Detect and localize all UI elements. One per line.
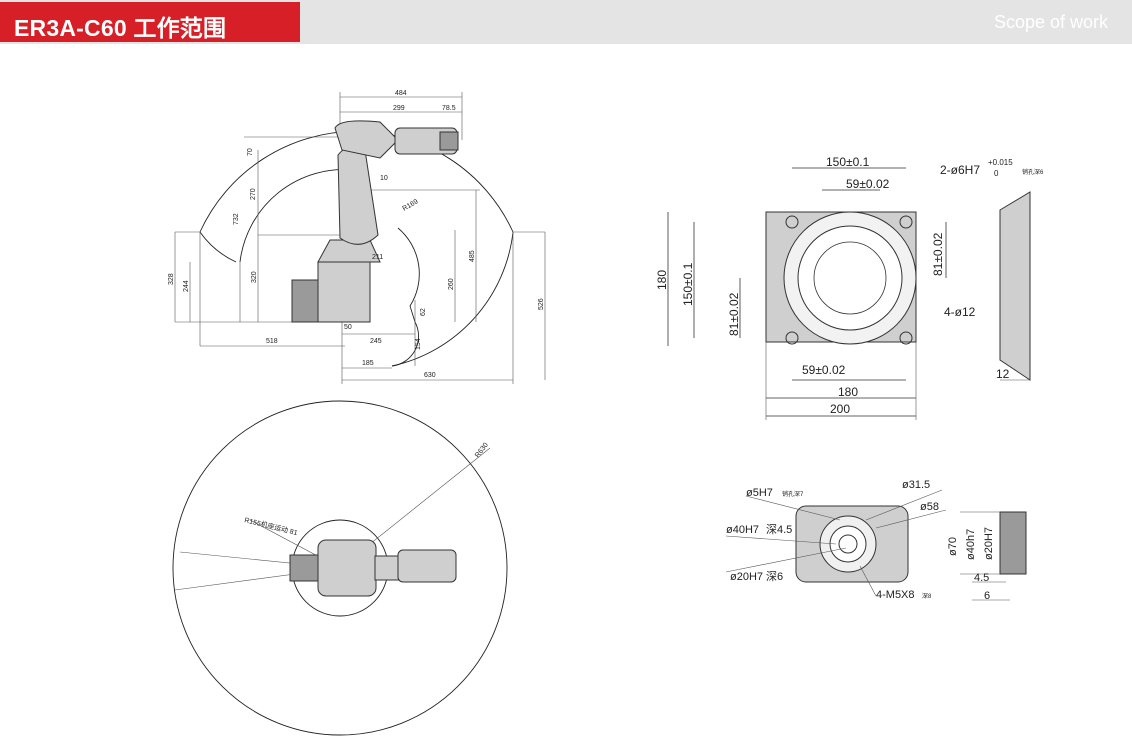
dim-s70: ø70: [947, 537, 959, 556]
dim-180-h: 180: [838, 385, 858, 399]
flange-section: [999, 511, 1027, 575]
dim-211: 211: [372, 254, 383, 261]
dim-270: 270: [250, 188, 257, 200]
bolt-hole-tl: [785, 215, 799, 229]
dim-328: 328: [168, 273, 175, 285]
dim-154: 154: [415, 338, 422, 350]
dim-70: 70: [247, 148, 254, 156]
dim-81-right: 81±0.02: [931, 232, 945, 276]
dim-hole-tol-plus: +0.015: [988, 158, 1013, 167]
dim-299: 299: [393, 105, 405, 112]
page-subtitle: Scope of work: [993, 12, 1108, 32]
dim-244: 244: [183, 280, 190, 292]
dim-78-5: 78.5: [442, 105, 456, 112]
dim-r155: R155机座运动 81: [244, 515, 299, 537]
tool-flange-view: ø5H7 销孔深7 ø31.5 ø58 ø40H7 深4.5 ø20H7 深6 …: [725, 479, 1027, 602]
leader-d20: [725, 547, 847, 573]
dim-180-v: 180: [655, 270, 669, 290]
reach-envelope-lower: [199, 231, 237, 263]
dim-150-top: 150±0.1: [826, 155, 870, 169]
reach-circle-outer: [172, 400, 508, 736]
leader-d58: [875, 509, 947, 529]
dim-thread-note: 深8: [922, 592, 932, 600]
base-bore: [813, 241, 887, 315]
title-tab: ER3A-C60 工作范围: [0, 2, 300, 42]
dim-d58: ø58: [920, 501, 939, 513]
bolt-hole-br: [899, 331, 913, 345]
dim-r630: R630: [474, 442, 490, 460]
dim-d5: ø5H7: [746, 487, 773, 499]
robot-base: [317, 261, 371, 323]
dim-150-v: 150±0.1: [681, 262, 695, 306]
page-title: ER3A-C60 工作范围: [14, 15, 227, 41]
base-side-profile: [999, 191, 1031, 381]
dim-10: 10: [380, 175, 388, 182]
dim-d20-depth: 深6: [766, 570, 783, 583]
leader-d5: [745, 495, 841, 521]
dim-d40: ø40H7: [726, 524, 759, 536]
dim-d31: ø31.5: [902, 479, 930, 491]
dim-bolt: 4-ø12: [944, 305, 976, 319]
header-bar: ER3A-C60 工作范围 Scope of work: [0, 0, 1132, 44]
dim-526: 526: [538, 298, 545, 310]
dim-d40-depth: 深4.5: [766, 523, 792, 536]
dim-s40: ø40h7: [965, 529, 977, 560]
flange-bore: [838, 534, 858, 554]
dim-d5-note: 销孔深7: [782, 490, 804, 498]
dim-260: 260: [448, 278, 455, 290]
base-flange-view: 150±0.1 59±0.02 2-ø6H7 +0.015 0 销孔深6 81±…: [655, 155, 1044, 420]
reach-envelope-bottom: [391, 227, 420, 367]
reach-envelope-outer: [199, 130, 514, 367]
top-view: R630 R155机座运动 81: [172, 400, 508, 736]
dim-12: 12: [996, 367, 1010, 381]
dim-630: 630: [424, 372, 436, 379]
dim-59-bottom: 59±0.02: [802, 363, 846, 377]
bolt-hole-bl: [785, 331, 799, 345]
robot-elbow: [334, 120, 399, 159]
dim-732: 732: [233, 213, 240, 225]
robot-upper-arm: [337, 145, 379, 245]
dim-hole-note: 销孔深6: [1022, 168, 1044, 176]
dim-245: 245: [370, 338, 382, 345]
dim-50: 50: [344, 324, 352, 331]
top-base: [317, 539, 377, 597]
top-controller: [289, 554, 321, 582]
leader-d40: [725, 535, 837, 545]
dim-s6: 6: [984, 590, 990, 602]
bolt-hole-tr: [899, 215, 913, 229]
dim-81-left: 81±0.02: [727, 292, 741, 336]
dim-thread: 4-M5X8: [876, 589, 915, 601]
reach-envelope-inner: [239, 169, 356, 263]
dim-d20: ø20H7: [730, 571, 763, 583]
leader-d31: [865, 489, 943, 521]
dim-s20: ø20H7: [983, 527, 995, 560]
dim-518: 518: [266, 338, 278, 345]
leader-thread: [859, 565, 877, 597]
dim-200-h: 200: [830, 402, 850, 416]
dim-485: 485: [469, 250, 476, 262]
dim-59-top: 59±0.02: [846, 177, 890, 191]
dim-hole-tol-zero: 0: [994, 169, 999, 178]
technical-drawing: 484 299 78.5 70 270 732 320 328 244 10 R…: [168, 90, 1044, 736]
controller-box: [291, 279, 323, 323]
robot-wrist: [439, 131, 459, 151]
drawing-canvas: 484 299 78.5 70 270 732 320 328 244 10 R…: [0, 58, 1132, 742]
dim-320: 320: [251, 271, 258, 283]
dim-s4-5: 4.5: [974, 572, 989, 584]
dim-62: 62: [420, 308, 427, 316]
dim-r169: R169: [402, 198, 420, 212]
side-view: 484 299 78.5 70 270 732 320 328 244 10 R…: [168, 90, 546, 384]
dim-hole-spec: 2-ø6H7: [940, 163, 980, 177]
dim-185: 185: [362, 360, 374, 367]
dim-484: 484: [395, 90, 407, 97]
top-forearm: [397, 549, 457, 583]
